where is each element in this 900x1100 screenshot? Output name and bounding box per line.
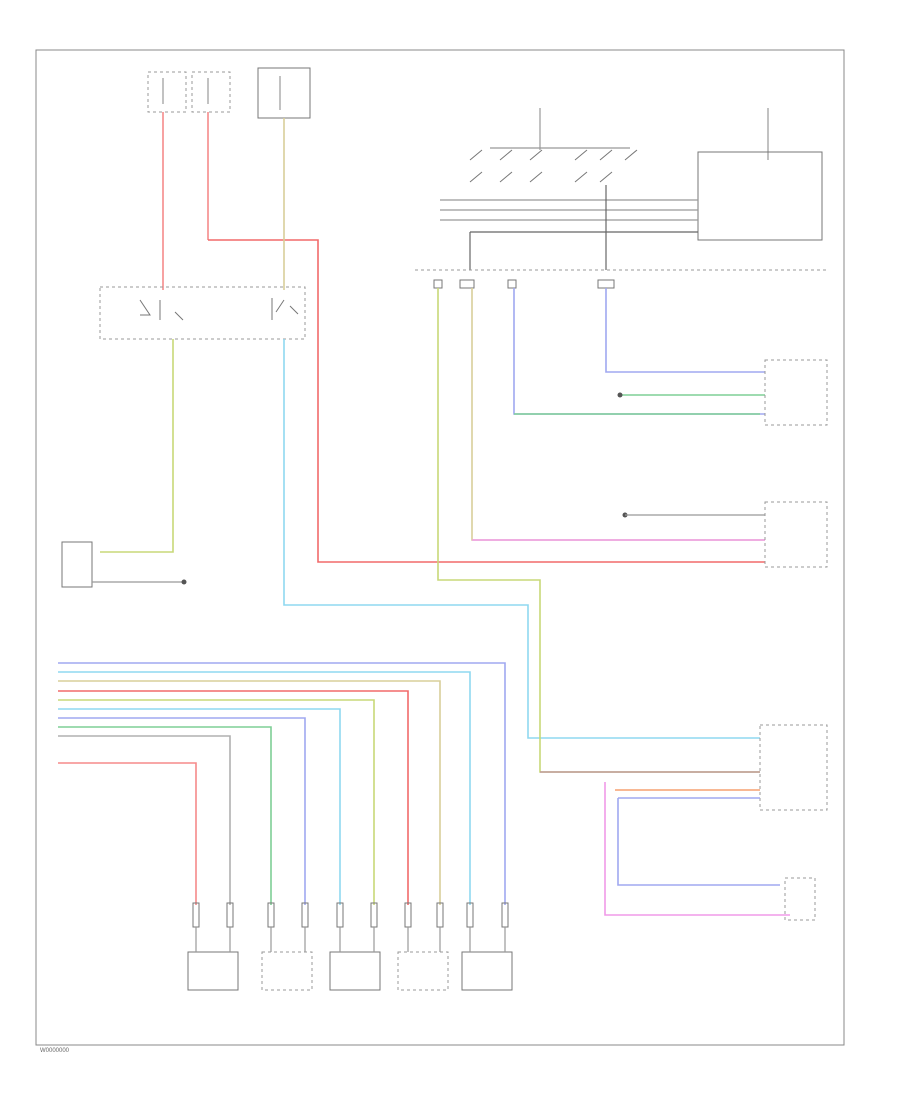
sensor-3 [329, 927, 381, 991]
sensor-1 [187, 927, 239, 991]
sensor-5 [461, 927, 513, 991]
hot-at-all-times-fuse-1 [147, 71, 187, 113]
figure-code: W0000000 [40, 1048, 70, 1054]
switch-assembly [469, 147, 638, 183]
cooling-fan-relay-block [99, 286, 306, 340]
harness-bus [58, 662, 506, 905]
sensor-2 [261, 927, 313, 991]
sensor-lower-right [784, 877, 816, 921]
pcm-module-lower [759, 724, 828, 811]
battery-junction-box [257, 67, 311, 119]
connector-pins [433, 279, 615, 289]
hot-at-all-times-fuse-2 [191, 71, 231, 113]
pcm-module-upper [764, 359, 828, 426]
sensor-4 [397, 927, 449, 991]
sensor-connector-stubs [192, 902, 509, 928]
diagram-frame [35, 49, 845, 1046]
pcm-module-middle [622, 501, 828, 568]
relay-module-left [61, 541, 187, 588]
ignition-switch-frame [697, 151, 823, 241]
